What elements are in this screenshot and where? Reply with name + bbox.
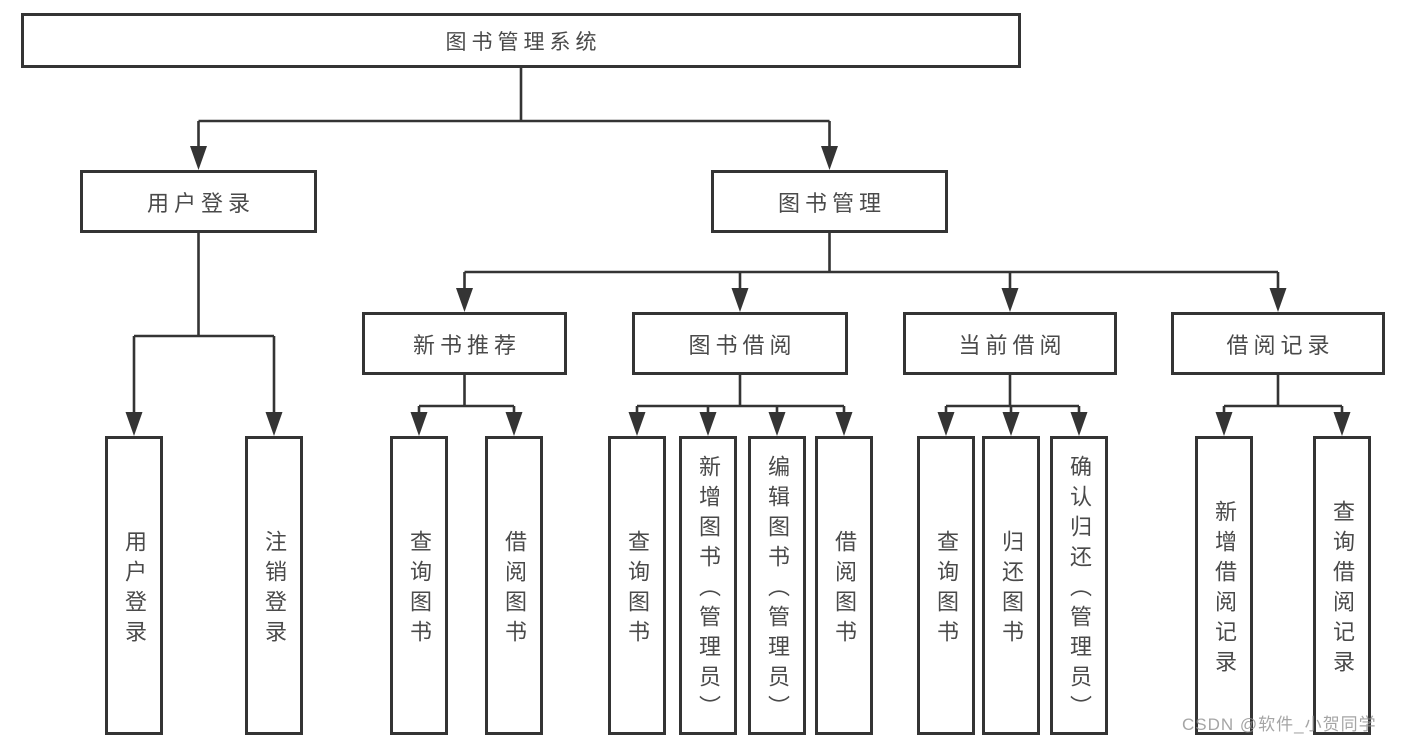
node-book-borrow: 图书借阅 [632,312,848,375]
arrowhead [456,288,473,312]
leaf-add-borrow-record: 新增借阅记录 [1195,436,1253,735]
leaf-query-borrow-record: 查询借阅记录 [1313,436,1371,735]
arrowhead [505,412,523,436]
leaf-edit-book-admin: 编辑图书（管理员） [748,436,806,735]
node-book-management: 图书管理 [711,170,948,233]
leaf-logout: 注销登录 [245,436,303,735]
arrowhead [1269,288,1287,312]
arrowhead [731,288,749,312]
arrowhead [265,412,283,436]
arrowhead [937,412,955,436]
node-root: 图书管理系统 [21,13,1021,68]
arrowhead [768,412,786,436]
arrowhead [125,412,143,436]
leaf-return-books: 归还图书 [982,436,1040,735]
arrowhead [1215,412,1233,436]
arrowhead [699,412,717,436]
arrowhead [821,146,838,170]
leaf-query-books-borrow: 查询图书 [608,436,666,735]
leaf-borrow-books-borrow: 借阅图书 [815,436,873,735]
node-borrow-records: 借阅记录 [1171,312,1385,375]
arrowhead [410,412,428,436]
node-new-book-recommend: 新书推荐 [362,312,567,375]
node-current-borrow: 当前借阅 [903,312,1117,375]
leaf-user-login: 用户登录 [105,436,163,735]
watermark-text: CSDN @软件_小贺同学 [1182,715,1377,734]
leaf-query-books-current: 查询图书 [917,436,975,735]
arrowhead [628,412,646,436]
leaf-confirm-return-admin: 确认归还（管理员） [1050,436,1108,735]
arrowhead [835,412,853,436]
arrowhead [1070,412,1088,436]
arrowhead [1002,412,1020,436]
leaf-query-books-recommend: 查询图书 [390,436,448,735]
arrowhead [1001,288,1019,312]
leaf-add-book-admin: 新增图书（管理员） [679,436,737,735]
node-user-login: 用户登录 [80,170,317,233]
leaf-borrow-books-recommend: 借阅图书 [485,436,543,735]
arrowhead [1333,412,1351,436]
arrowhead [190,146,207,170]
